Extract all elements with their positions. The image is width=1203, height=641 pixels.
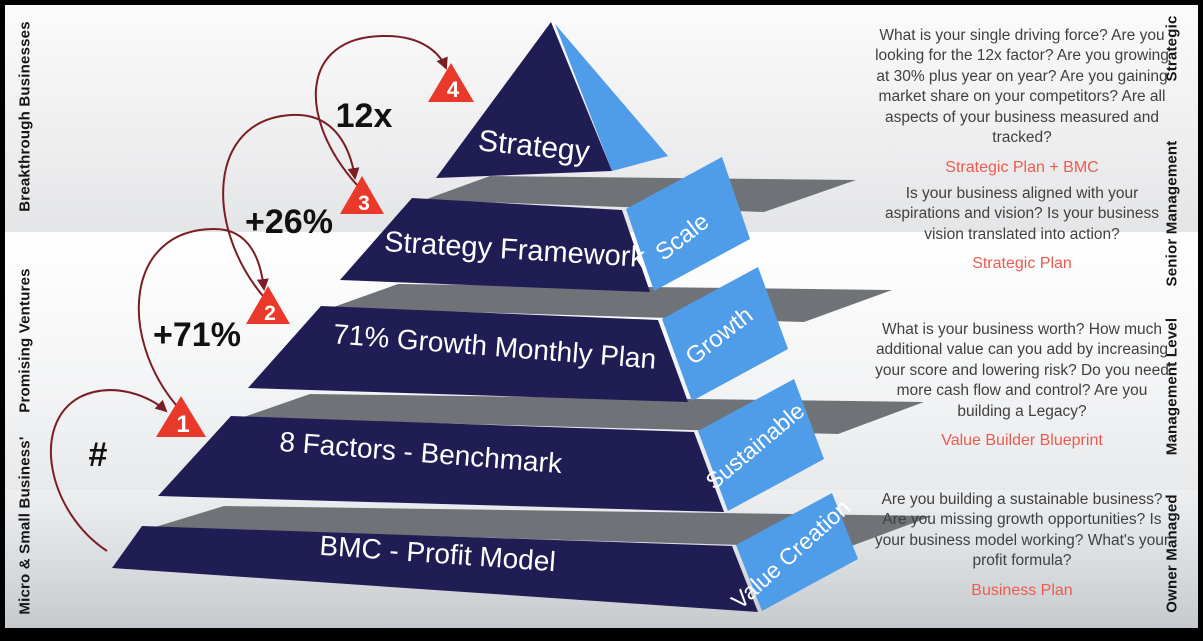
level-8-factors-side-face (698, 379, 824, 511)
level-strategy-front-face (436, 22, 612, 178)
annotation-value: What is your business worth? How much ad… (870, 320, 1174, 450)
level-growth-plan-side-face (662, 267, 788, 401)
marker-triangle-2 (246, 286, 290, 324)
annotation-framework: Is your business aligned with your aspir… (870, 184, 1174, 273)
pyramid-level-bmc (112, 493, 858, 612)
growth-metric-labels: # +71% +26% 12x (89, 97, 393, 474)
pyramid-level-strategy-framework (340, 157, 750, 292)
metric-label-4: 12x (336, 97, 393, 135)
marker-number-4: 4 (447, 77, 460, 102)
arrow-1-to-2 (137, 227, 269, 406)
marker-number-3: 3 (358, 192, 370, 215)
arrow-3-to-4 (314, 34, 448, 186)
level-8-factors-front-face (158, 416, 724, 512)
annotation-value-plan: Value Builder Blueprint (941, 432, 1103, 450)
marker-triangle-1 (156, 396, 206, 437)
marker-triangle-3 (340, 176, 384, 214)
arrow-2-to-3 (222, 113, 360, 297)
level-bmc-side-face (736, 493, 858, 611)
pyramid-level-growth-plan (248, 267, 788, 402)
annotation-bmc-question: Are you building a sustainable business?… (874, 491, 1170, 570)
annotation-strategy-question: What is your single driving force? Are y… (875, 27, 1169, 147)
stage-markers: 1 2 3 4 (156, 63, 474, 438)
level-strategy-framework-front-face (340, 198, 650, 292)
growth-path-arrows (49, 34, 448, 552)
arrow-base-to-1 (49, 389, 168, 552)
pyramid-level-strategy (436, 22, 668, 178)
metric-label-1: # (89, 436, 108, 474)
left-axis-label-micro-small: Micro & Small Business' (16, 436, 34, 615)
annotation-framework-question: Is your business aligned with your aspir… (885, 185, 1159, 243)
metric-label-3: +26% (245, 203, 333, 241)
level-growth-plan-front-face (248, 306, 688, 402)
pyramid-level-8-factors (158, 379, 824, 512)
metric-label-2: +71% (153, 316, 241, 354)
annotation-strategy: What is your single driving force? Are y… (870, 26, 1174, 177)
annotation-bmc: Are you building a sustainable business?… (870, 490, 1174, 600)
marker-number-2: 2 (264, 302, 276, 325)
annotation-strategy-plan: Strategic Plan + BMC (945, 158, 1099, 176)
annotation-bmc-plan: Business Plan (971, 581, 1073, 599)
level-bmc-front-face (112, 526, 758, 612)
annotation-framework-plan: Strategic Plan (972, 255, 1072, 273)
annotation-value-question: What is your business worth? How much ad… (875, 321, 1169, 420)
marker-number-1: 1 (176, 411, 189, 438)
marker-triangle-4 (428, 63, 474, 102)
level-strategy-framework-side-face (626, 157, 750, 291)
level-strategy-side-face (555, 24, 668, 171)
